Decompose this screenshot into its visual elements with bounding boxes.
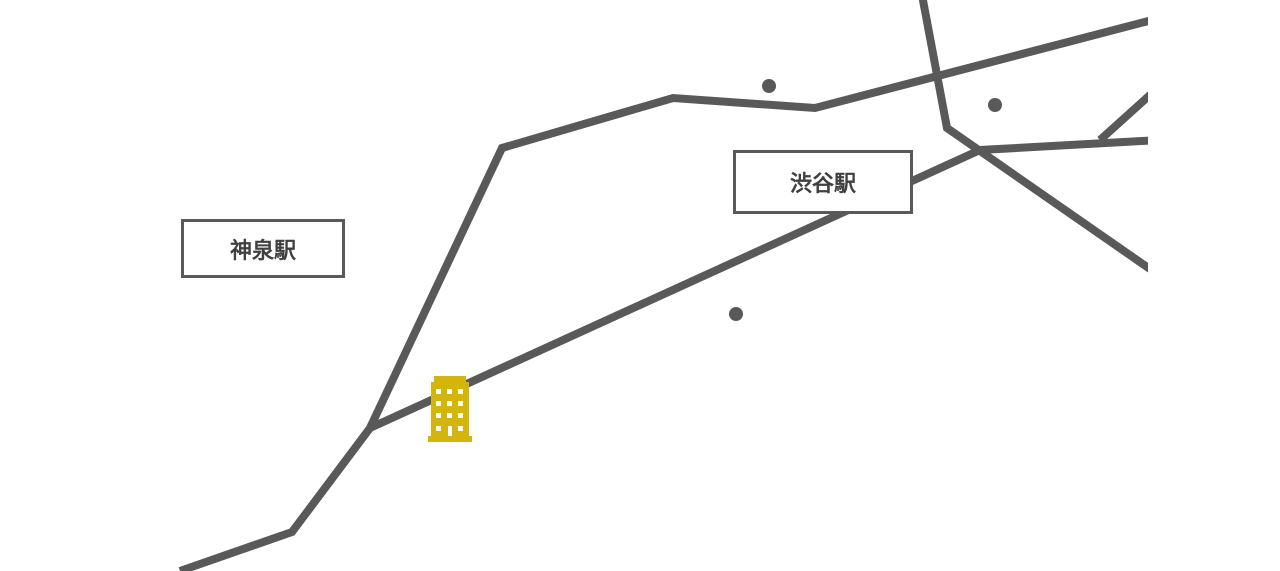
map-dot: [729, 307, 743, 321]
map-dot: [988, 98, 1002, 112]
map-dot: [762, 79, 776, 93]
rail-line-4: [918, 0, 1148, 273]
station-label-shinsen: 神泉駅: [181, 219, 345, 278]
station-label-shibuya: 渋谷駅: [733, 150, 913, 214]
building-icon: [428, 376, 472, 442]
rail-line-3: [1097, 91, 1148, 143]
rail-line-1: [178, 16, 1148, 571]
